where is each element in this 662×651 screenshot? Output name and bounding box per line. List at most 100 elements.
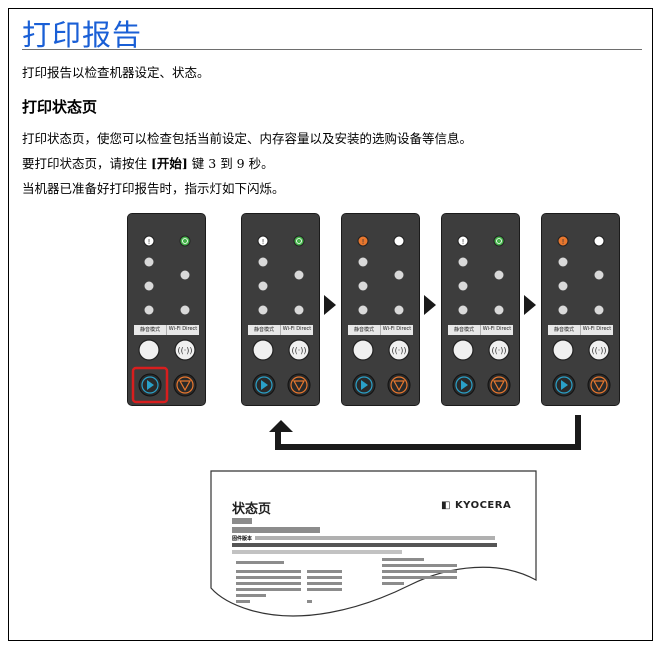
paragraph-2: 要打印状态页，请按住 [开始] 键 3 到 9 秒。 [22,153,274,172]
sleep-icon [294,270,304,280]
page-title: 打印报告 [22,18,143,52]
svg-text:!: ! [562,238,565,246]
start-icon [452,373,476,397]
report-divider [232,543,497,547]
report-bar [232,550,402,554]
svg-text:((·)): ((·)) [391,346,406,355]
data-icon [558,257,568,267]
report-line [236,576,301,579]
paragraph-3: 当机器已准备好打印报告时，指示灯如下闪烁。 [22,181,285,196]
svg-text:((·)): ((·)) [291,346,306,355]
stop-icon [173,373,197,397]
wifi-icon [294,305,304,315]
wifi-direct-icon: ((·)) [174,339,196,361]
report-line [236,561,284,564]
report-logo-text: KYOCERA [454,500,512,511]
report-line [236,600,250,603]
attention-icon: ! [557,235,569,247]
stop-icon [387,373,411,397]
arrow-right-icon [524,295,536,315]
ready-icon [593,235,605,247]
toner-icon [358,281,368,291]
svg-text:!: ! [148,238,151,246]
report-block [232,527,320,533]
ready-icon [393,235,405,247]
report-line [307,582,342,585]
loop-line-left [275,430,281,450]
loop-arrow-up-icon [269,420,293,432]
data-icon [458,257,468,267]
kyocera-logo-icon: ◧ [441,500,451,511]
sleep-icon [494,270,504,280]
report-line [382,558,424,561]
report-line [236,594,266,597]
loop-line-bottom [275,444,581,450]
ready-icon [493,235,505,247]
svg-text:((·)): ((·)) [177,346,192,355]
stop-icon [287,373,311,397]
quiet-mode-label: 静音模式 [353,327,374,333]
wifi-direct-label: Wi-Fi Direct [168,326,198,332]
stop-icon [587,373,611,397]
data-icon [358,257,368,267]
report-line [236,570,301,573]
attention-icon: ! [257,235,269,247]
start-icon [552,373,576,397]
wifi-direct-label: Wi-Fi Direct [382,326,412,332]
quiet-mode-label: 静音模式 [453,327,474,333]
status-page-sample: 状态页 ◧ KYOCERA 固件版本 [210,470,537,620]
wifi-icon [594,305,604,315]
report-line [236,588,301,591]
paper-icon [358,305,368,315]
quiet-mode-label: 静音模式 [253,327,274,333]
quiet-mode-icon [138,339,160,361]
sleep-icon [180,270,190,280]
report-line [307,576,342,579]
data-icon [258,257,268,267]
report-line [307,600,312,603]
control-panel-3: ! ((·)) 静音模式 Wi-Fi Direct [342,214,419,405]
svg-text:!: ! [262,238,265,246]
wifi-icon [394,305,404,315]
paper-icon [258,305,268,315]
quiet-mode-icon [552,339,574,361]
intro-text: 打印报告以检查机器设定、状态。 [22,65,210,80]
start-key-label: [开始] [150,156,188,171]
wifi-direct-label: Wi-Fi Direct [282,326,312,332]
arrow-right-icon [324,295,336,315]
attention-icon: ! [357,235,369,247]
stop-icon [487,373,511,397]
toner-icon [258,281,268,291]
data-icon [144,257,154,267]
wifi-direct-icon: ((·)) [488,339,510,361]
wifi-direct-label: Wi-Fi Direct [582,326,612,332]
paragraph-1: 打印状态页，使您可以检查包括当前设定、内存容量以及安装的选购设备等信息。 [22,131,473,146]
report-line [382,582,404,585]
firmware-label: 固件版本 [232,536,253,542]
paragraph-2-suffix: 键 3 到 9 秒。 [187,156,274,171]
quiet-mode-icon [352,339,374,361]
svg-text:((·)): ((·)) [491,346,506,355]
toner-icon [558,281,568,291]
ready-icon [179,235,191,247]
attention-icon: ! [457,235,469,247]
svg-text:!: ! [362,238,365,246]
paper-icon [144,305,154,315]
loop-line-right [575,415,581,450]
ready-icon [293,235,305,247]
start-icon [138,373,162,397]
report-logo: ◧ KYOCERA [441,500,511,511]
title-rule [22,49,642,50]
sleep-icon [594,270,604,280]
wifi-direct-icon: ((·)) [288,339,310,361]
wifi-direct-label: Wi-Fi Direct [482,326,512,332]
quiet-mode-icon [452,339,474,361]
page-frame [8,8,653,641]
arrow-right-icon [424,295,436,315]
report-title: 状态页 [232,502,272,517]
wifi-icon [180,305,190,315]
start-icon [252,373,276,397]
report-block [232,518,252,524]
